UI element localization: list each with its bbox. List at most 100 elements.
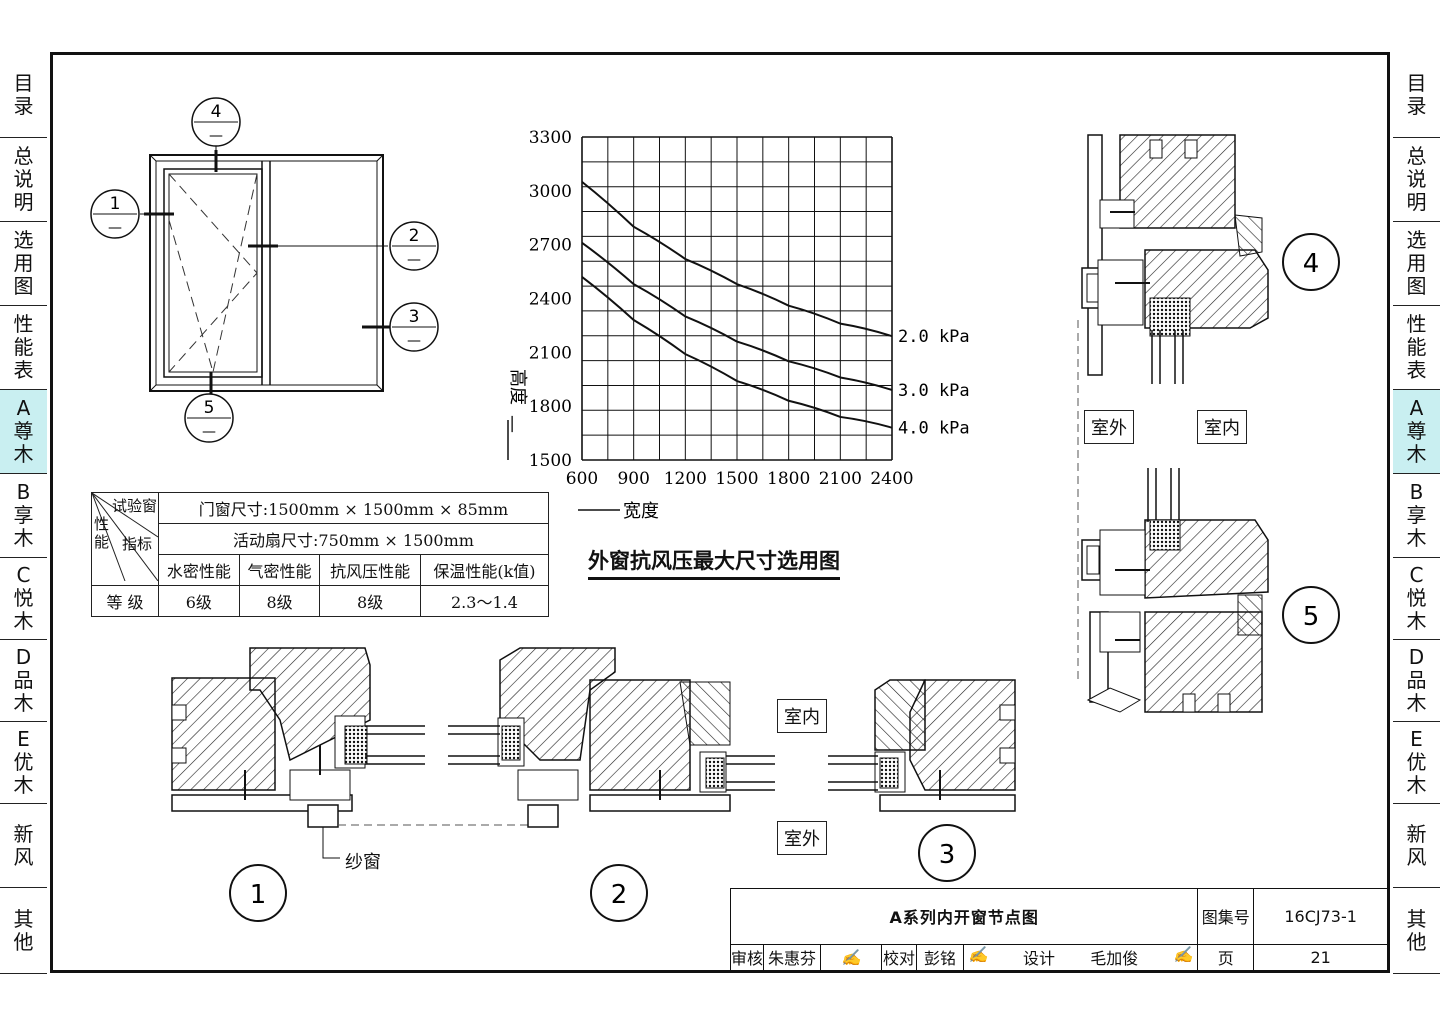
tab-right-4[interactable]: A尊木 [1393,390,1440,474]
x-tick-label: 900 [617,469,649,489]
y-tick-label: 1500 [529,451,572,471]
checker-signature: ✍ 设计 毛加俊 ✍ [962,943,1199,972]
detail-1-callout: 1 [229,864,287,922]
svg-text:4: 4 [211,102,222,122]
design-label: 设计 [1023,949,1056,969]
x-tick-label: 1500 [715,469,758,489]
x-tick-label: 2100 [819,469,862,489]
series-label-1: 3.0 kPa [898,381,970,401]
tab-label: D品木 [13,645,34,715]
svg-text:1: 1 [250,880,267,910]
perf-size-line2: 活动扇尺寸:750mm × 1500mm [158,523,549,555]
perf-value-air: 8级 [238,585,321,617]
checker-signature-mark: ✍ [968,945,988,965]
tab-label: 性能表 [1406,312,1427,382]
tab-right-7[interactable]: D品木 [1393,640,1440,722]
tab-label: 新风 [13,821,34,869]
perf-value-thermal: 2.3～1.4 [419,585,550,617]
tab-label: 性能表 [13,312,34,382]
tab-label: 总说明 [13,144,34,214]
tab-left-10[interactable]: 其他 [0,888,47,974]
review-label: 审核 [730,943,764,972]
y-tick-label: 2100 [529,343,572,363]
x-tick-label: 600 [566,469,598,489]
tab-left-3[interactable]: 性能表 [0,306,47,390]
tab-label: A尊木 [13,396,34,466]
window-elevation [140,146,392,396]
svg-text:2: 2 [611,880,628,910]
tab-right-5[interactable]: B享木 [1393,474,1440,558]
tab-right-1[interactable]: 总说明 [1393,138,1440,222]
label-indoor-right: 室内 [1197,410,1247,444]
y-tick-label: 2400 [529,290,572,310]
tab-label: B享木 [13,480,34,550]
tab-right-8[interactable]: E优木 [1393,722,1440,804]
svg-text:5: 5 [204,398,215,418]
series-label-2: 4.0 kPa [898,419,970,439]
atlas-number: 16CJ73-1 [1253,888,1388,945]
callout-4: 4 — [191,97,241,147]
tab-right-6[interactable]: C悦木 [1393,558,1440,640]
chart-ylabel: — [502,415,523,433]
tab-left-9[interactable]: 新风 [0,804,47,888]
tab-right-0[interactable]: 目录 [1393,52,1440,138]
tab-label: E优木 [13,727,34,797]
detail-5-section [1081,468,1269,713]
title-block: A系列内开窗节点图 图集号 16CJ73-1 审核 朱惠芬 ✍ 校对 彭铭 ✍ … [729,888,1388,972]
y-tick-label: 1800 [529,397,572,417]
tab-left-7[interactable]: D品木 [0,640,47,722]
detail-3-callout: 3 [918,824,976,882]
tab-label: E优木 [1406,727,1427,797]
series-line-2 [581,276,893,429]
tab-label: 选用图 [1406,228,1427,298]
drawing-title: A系列内开窗节点图 [729,888,1199,945]
tab-left-4[interactable]: A尊木 [0,390,47,474]
perf-corner-label-1: 试验窗 [112,497,158,515]
tab-right-3[interactable]: 性能表 [1393,306,1440,390]
tab-label: 总说明 [1406,144,1427,214]
tab-label: 目录 [1406,70,1427,118]
svg-text:—: — [108,220,122,236]
svg-text:—: — [407,252,421,268]
svg-text:—: — [202,424,216,440]
label-outdoor-bottom: 室外 [777,821,827,855]
detail-4-callout: 4 [1282,233,1340,291]
series-line-1 [581,242,893,391]
detail-3-section [828,679,1016,812]
perf-corner-label-3: 指标 [122,535,153,553]
perf-value-water: 6级 [158,585,240,617]
performance-table: 试验窗 性能 指标 门窗尺寸:1500mm × 1500mm × 85mm 活动… [91,492,550,617]
perf-row-label: 等 级 [91,585,159,617]
tab-left-8[interactable]: E优木 [0,722,47,804]
svg-text:2: 2 [409,226,420,246]
svg-text:—: — [407,333,421,349]
tab-label: A尊木 [1406,396,1427,466]
check-label: 校对 [881,943,917,972]
series-label-0: 2.0 kPa [898,327,970,347]
tab-left-5[interactable]: B享木 [0,474,47,558]
tab-right-10[interactable]: 其他 [1393,888,1440,974]
tab-label: 其他 [1406,906,1427,954]
perf-header-wind: 抗风压性能 [319,554,421,586]
perf-value-wind: 8级 [319,585,421,617]
tab-label: 其他 [13,906,34,954]
svg-text:4: 4 [1303,249,1320,279]
tab-label: 选用图 [13,228,34,298]
detail-1-section [171,647,540,859]
tab-left-0[interactable]: 目录 [0,52,47,138]
designer-name: 毛加俊 [1090,949,1139,969]
chart-xlabel: 宽度 [623,501,659,522]
tab-right-9[interactable]: 新风 [1393,804,1440,888]
chart-ylabel-text: 高度 [507,369,528,405]
perf-corner-label-2: 性能 [94,515,110,551]
tab-right-2[interactable]: 选用图 [1393,222,1440,306]
designer-signature: ✍ [1173,945,1194,965]
y-tick-label: 3000 [529,182,572,202]
detail-5-callout: 5 [1282,586,1340,644]
tab-left-2[interactable]: 选用图 [0,222,47,306]
tab-left-6[interactable]: C悦木 [0,558,47,640]
tab-left-1[interactable]: 总说明 [0,138,47,222]
reviewer-signature: ✍ [820,943,882,972]
page-number: 21 [1253,943,1388,972]
